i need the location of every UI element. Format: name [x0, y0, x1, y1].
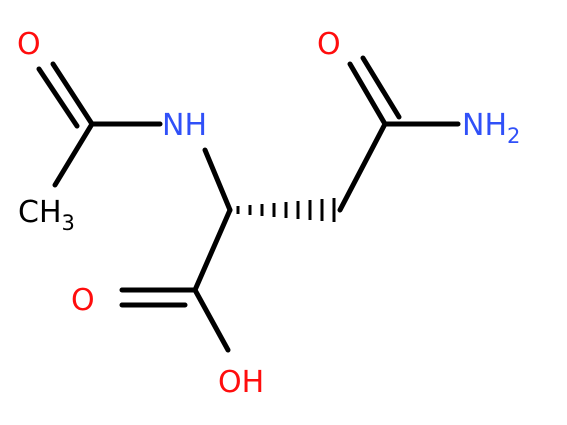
- bond-acetyl-ch3: [52, 121, 95, 188]
- atom-nh2: NH2: [462, 108, 520, 148]
- atom-o-acid: O: [71, 283, 95, 318]
- bond-n-alpha: [202, 147, 233, 213]
- atom-nh: NH: [162, 108, 207, 143]
- hashed-wedge-bond: [236, 198, 336, 222]
- atom-o-acetyl: O: [17, 27, 41, 62]
- atom-ch3: CH3: [18, 195, 75, 235]
- bond-amide-co-a: [347, 61, 388, 127]
- bond-acetyl-co-a: [50, 61, 95, 127]
- bond-alpha-carboxyl: [192, 207, 233, 293]
- bond-amide-co-b: [360, 55, 402, 120]
- atom-oh: OH: [218, 365, 264, 400]
- bond-ch2-amide: [337, 121, 388, 213]
- bond-acetyl-co-b: [36, 66, 80, 129]
- atom-o-amide: O: [317, 27, 341, 62]
- bond-carboxyl-oh: [192, 287, 231, 353]
- bonds: [36, 55, 461, 353]
